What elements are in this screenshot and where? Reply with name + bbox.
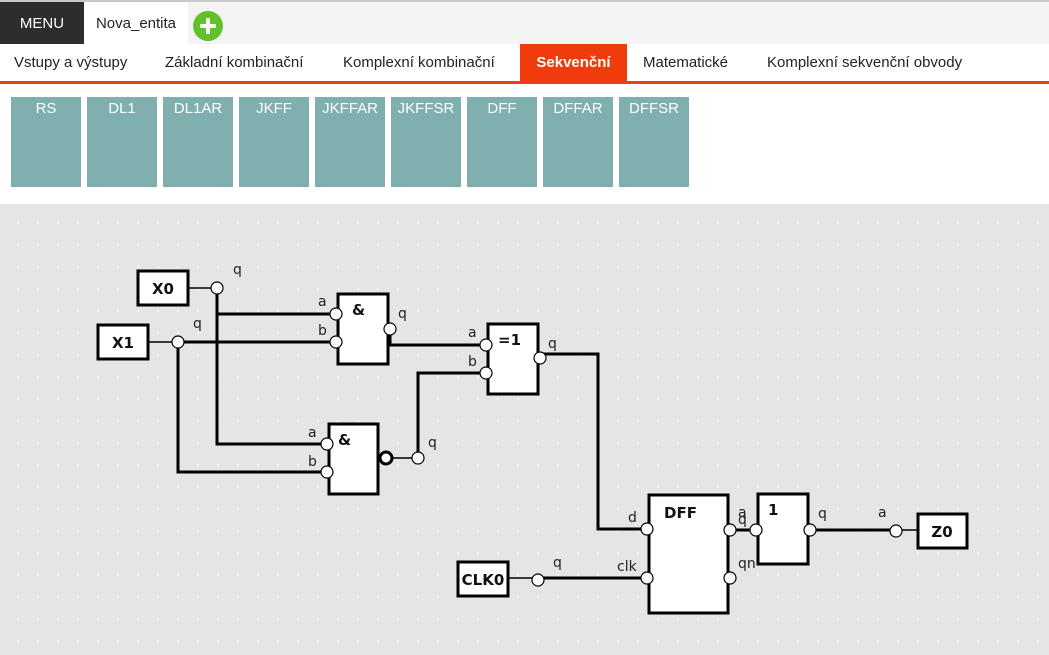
palette-item-dff[interactable]: DFF [467, 97, 537, 187]
pin-label: q [818, 506, 827, 522]
flipflop-dff[interactable]: DFF d clk q qn [617, 493, 756, 615]
pin-label: q [738, 512, 747, 528]
gate-buffer-symbol: 1 [768, 501, 778, 519]
wire-x0-nand-a[interactable] [215, 288, 327, 446]
gate-nand[interactable]: & a b q [308, 422, 437, 496]
pin-label: q [398, 306, 407, 322]
pin-label: q [193, 316, 202, 332]
pin-xor-q[interactable] [533, 351, 547, 365]
palette-item-dl1ar[interactable]: DL1AR [163, 97, 233, 187]
pin-label: a [468, 325, 477, 341]
gate-and-symbol: & [352, 301, 365, 319]
palette-item-dffar[interactable]: DFFAR [543, 97, 613, 187]
tab-komplexni-sekvencni-obvody[interactable]: Komplexní sekvenční obvody [767, 54, 963, 71]
pin-xor-a[interactable] [479, 338, 493, 352]
palette-item-jkffsr[interactable]: JKFFSR [391, 97, 461, 187]
pin-nand-q[interactable] [411, 451, 425, 465]
circuit-diagram: X0 q X1 q & a b q & [96, 262, 969, 615]
pin-and-q[interactable] [383, 322, 397, 336]
pin-label: a [318, 294, 327, 310]
pin-label: q [233, 262, 242, 278]
pin-nand-b[interactable] [320, 465, 334, 479]
top-bar: MENU Nova_entita [0, 0, 1049, 44]
input-x0[interactable]: X0 q [136, 262, 242, 307]
pin-dff-d[interactable] [640, 522, 654, 536]
menu-button[interactable]: MENU [0, 2, 84, 44]
category-tabs: Vstupy a výstupy Základní kombinační Kom… [0, 44, 1049, 84]
circuit-canvas[interactable]: X0 q X1 q & a b q & [0, 204, 1049, 655]
pin-label: a [738, 505, 747, 521]
gate-buffer[interactable]: 1 a q [738, 492, 827, 566]
pin-and-a[interactable] [329, 307, 343, 321]
pin-nand-a[interactable] [320, 437, 334, 451]
pin-label: a [308, 425, 317, 441]
pin-z0-a[interactable] [889, 524, 903, 538]
entity-tab[interactable]: Nova_entita [84, 2, 188, 44]
pin-xor-b[interactable] [479, 366, 493, 380]
pin-label: q [553, 555, 562, 571]
pin-label: b [468, 354, 477, 370]
pin-label: q [548, 336, 557, 352]
pin-x0-q[interactable] [210, 281, 224, 295]
pin-buffer-q[interactable] [803, 523, 817, 537]
palette-item-dl1[interactable]: DL1 [87, 97, 157, 187]
palette-item-jkff[interactable]: JKFF [239, 97, 309, 187]
gate-xor-symbol: =1 [498, 331, 521, 349]
pin-label: qn [738, 556, 756, 572]
output-z0[interactable]: Z0 a [878, 505, 969, 550]
dff-symbol: DFF [664, 504, 697, 522]
output-z0-label: Z0 [931, 523, 952, 541]
tab-komplexni-kombinacni[interactable]: Komplexní kombinační [343, 54, 495, 71]
wire-nand-xor-b[interactable] [416, 371, 486, 458]
negation-bubble-icon [378, 450, 394, 466]
tab-vstupy-a-vystupy[interactable]: Vstupy a výstupy [14, 54, 128, 71]
pin-label: b [318, 323, 327, 339]
pin-label: a [878, 505, 887, 521]
input-clk0[interactable]: CLK0 q [456, 555, 562, 598]
input-x1[interactable]: X1 q [96, 316, 202, 361]
pin-dff-q[interactable] [723, 523, 737, 537]
pin-and-b[interactable] [329, 335, 343, 349]
input-x1-label: X1 [112, 334, 134, 352]
pin-buffer-a[interactable] [749, 523, 763, 537]
pin-clk0-q[interactable] [531, 573, 545, 587]
component-palette: RS DL1 DL1AR JKFF JKFFAR JKFFSR DFF DFFA… [0, 84, 1049, 204]
palette-item-dffsr[interactable]: DFFSR [619, 97, 689, 187]
tab-zakladni-kombinacni[interactable]: Základní kombinační [165, 54, 304, 71]
palette-item-rs[interactable]: RS [11, 97, 81, 187]
input-clk0-label: CLK0 [462, 571, 505, 589]
input-x0-label: X0 [152, 280, 174, 298]
tab-sekvencni[interactable]: Sekvenční [520, 44, 627, 81]
pin-label: b [308, 454, 317, 470]
add-entity-button[interactable] [193, 11, 223, 41]
pin-label: q [428, 435, 437, 451]
pin-label: clk [617, 559, 638, 575]
pin-x1-q[interactable] [171, 335, 185, 349]
gate-and[interactable]: & a b q [318, 292, 407, 366]
palette-item-jkffar[interactable]: JKFFAR [315, 97, 385, 187]
pin-dff-qn[interactable] [723, 571, 737, 585]
wire-xor-dff-d[interactable] [540, 352, 647, 531]
gate-xor[interactable]: =1 a b q [468, 322, 557, 396]
tab-matematicke[interactable]: Matematické [643, 54, 729, 71]
pin-dff-clk[interactable] [640, 571, 654, 585]
wire-x1-nand-b[interactable] [176, 342, 327, 474]
gate-nand-symbol: & [338, 431, 351, 449]
pin-label: d [628, 510, 637, 526]
